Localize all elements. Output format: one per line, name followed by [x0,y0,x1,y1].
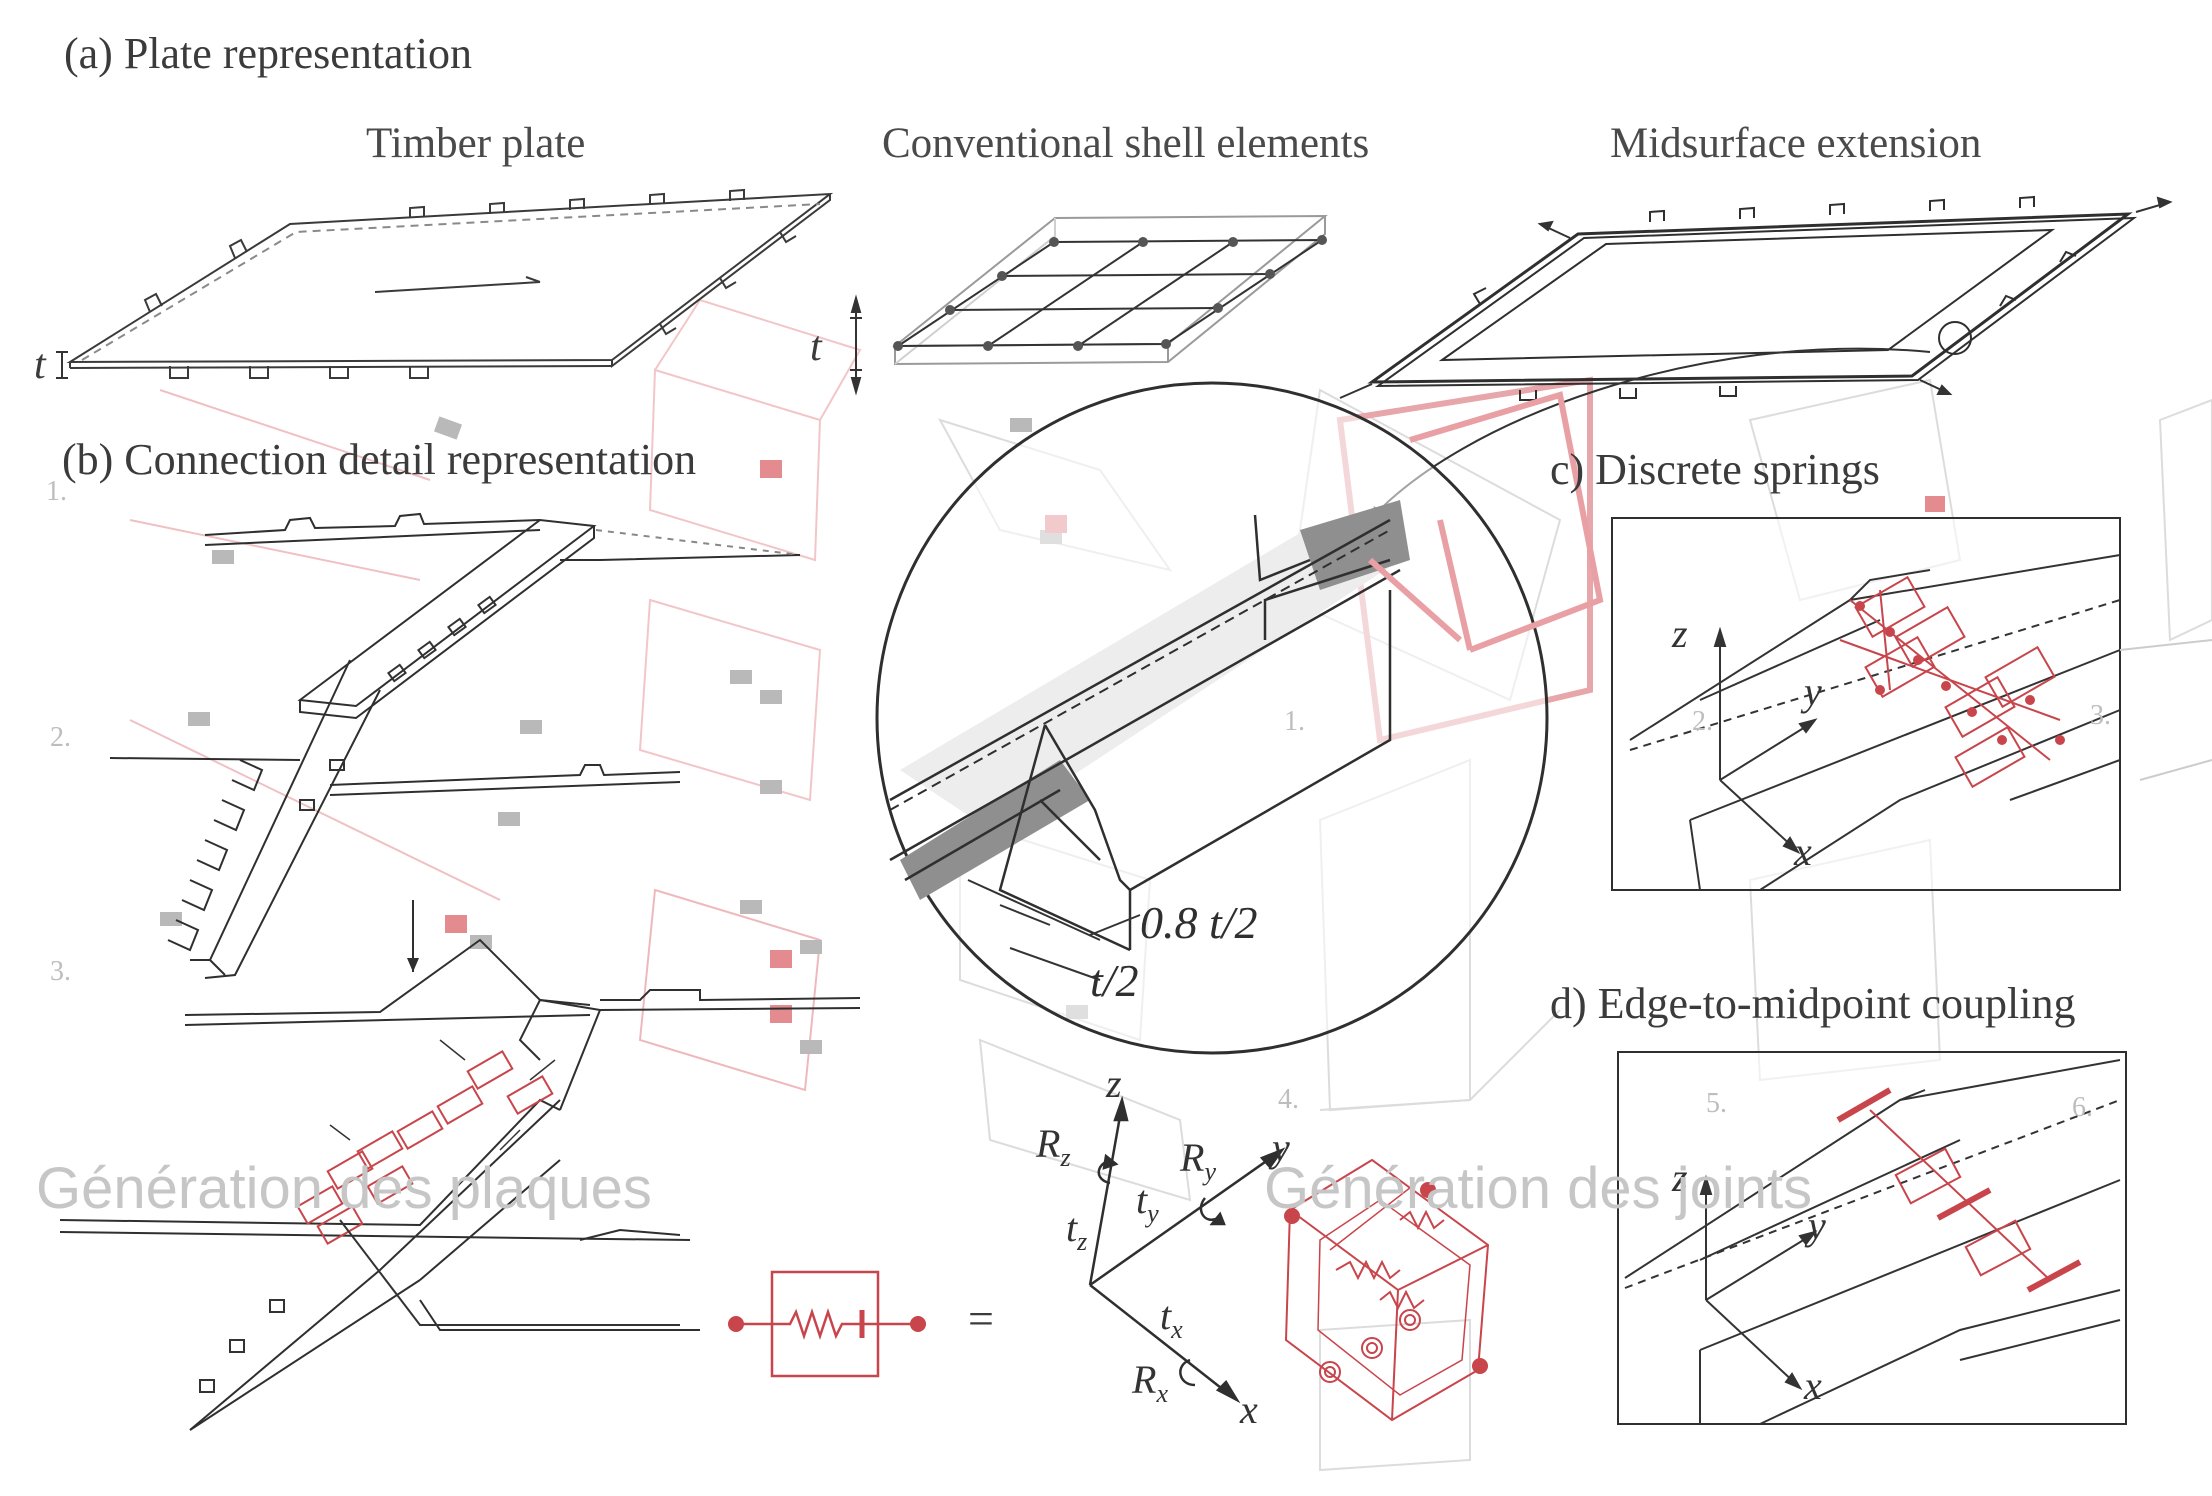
spring-node-right [910,1316,926,1332]
overlay-caption-joints: Génération des joints [1264,1156,1813,1221]
panel-c-springs [1839,575,2061,789]
joint-node-c [1420,1182,1436,1198]
step-number: 5. [1706,1088,1727,1119]
panel-c-leaders [2119,639,2212,781]
t-dimension-shell [850,294,862,396]
axis-z-d: z [1672,1155,1688,1200]
panel-b-title: (b) Connection detail representation [62,435,697,484]
axis-y-triad: y [1272,1125,1290,1170]
joint-node-a [1284,1208,1300,1224]
step-number: 6. [2072,1092,2093,1123]
axis-z-c: z [1672,611,1688,656]
coordinate-triad [1088,1095,1286,1404]
step-number: 3. [50,956,71,987]
timber-plate-drawing [66,188,834,379]
panel-c-box [1611,517,2121,891]
panel-d-title: d) Edge-to-midpoint coupling [1550,979,2076,1028]
axis-z-triad: z [1106,1061,1122,1106]
rotation-rz: Rz [1036,1121,1071,1172]
rotation-rx: Rx [1132,1357,1168,1408]
step-number: 2. [50,722,71,753]
spring-leader-line [339,1219,680,1326]
axis-x-c: x [1794,829,1812,874]
midsurface-arrows [1339,196,2173,399]
panel-c-axes [1713,626,1818,855]
spring-symbol [736,1270,918,1378]
panel-d-axes [1699,1174,1818,1391]
step-number: 2. [1692,706,1713,737]
axis-x-triad: x [1240,1387,1258,1432]
step-number: 1. [1284,706,1305,737]
panel-a-subtitle-midsurface: Midsurface extension [1610,120,1982,167]
shell-elements-drawing [892,214,1328,366]
translation-ty: ty [1136,1177,1159,1228]
joint-spring-arrows [329,1039,556,1151]
zoom-circle [875,381,1549,1055]
panel-c-title: c) Discrete springs [1550,445,1880,494]
dimension-offset: 0.8 t/2 [1140,897,1258,948]
axis-y-c: y [1804,669,1822,714]
panel-a-subtitle-timber: Timber plate [366,120,586,167]
axis-x-d: x [1804,1363,1822,1408]
panel-c-nodes [1855,601,2065,745]
equals-sign: = [968,1293,994,1344]
step-number: 3. [2090,700,2111,731]
joint-springs-b [296,1049,554,1246]
panel-a-title: (a) Plate representation [64,29,473,78]
panel-d-box [1617,1051,2127,1425]
t-dimension-left [56,351,68,379]
translation-tx: tx [1160,1293,1183,1344]
axis-y-d: y [1808,1203,1826,1248]
step-number: 4. [1278,1084,1299,1115]
rotation-ry: Ry [1180,1135,1216,1186]
overlay-caption-plates: Génération des plaques [36,1156,652,1221]
step-number: 1. [46,476,67,507]
shell-nodes [893,235,1327,351]
panel-a-subtitle-shell: Conventional shell elements [882,120,1370,167]
red-block-ghost [1368,391,1604,653]
translation-tz: tz [1066,1205,1088,1256]
t-label-plate: t [34,342,46,388]
spring-node-left [728,1316,744,1332]
midsurface-drawing [1367,195,2138,401]
assembly-arrow-head [407,958,419,972]
connection-detail-drawing [59,512,861,1431]
plate-slots [199,595,497,1393]
panel-d-couplings [1836,1087,2082,1293]
joint-node-b [1472,1358,1488,1374]
t-label-shell: t [810,324,822,370]
dimension-half: t/2 [1090,955,1139,1006]
